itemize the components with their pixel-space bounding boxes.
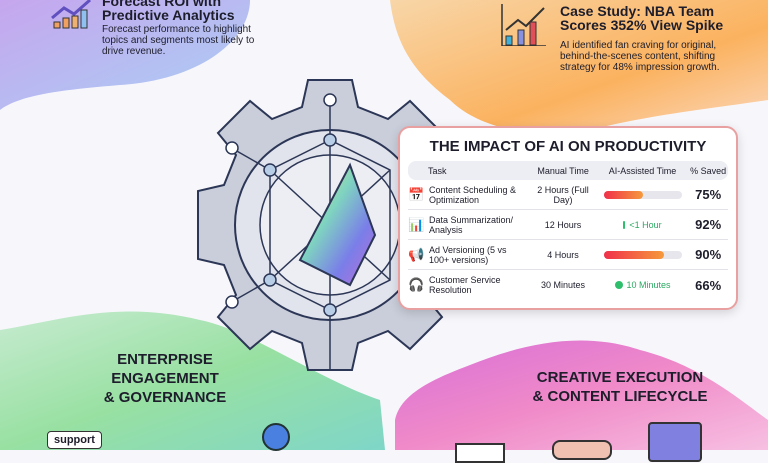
header-task: Task [428, 165, 447, 176]
table-row: 📅Content Scheduling & Optimization 2 Hou… [408, 180, 728, 210]
manual-time: 2 Hours (Full Day) [537, 184, 589, 205]
prism-icon [298, 162, 377, 287]
ai-time-bar [614, 281, 623, 289]
task-label: Ad Versioning (5 vs 100+ versions) [429, 244, 507, 265]
productivity-table-card: THE IMPACT OF AI ON PRODUCTIVITY Task Ma… [398, 126, 738, 310]
ai-time: <1 Hour [597, 220, 688, 230]
ai-time: 10 Minutes [597, 280, 688, 290]
bar-chart-icon: 📊 [408, 216, 425, 232]
background-blobs [0, 0, 768, 450]
manual-time: 30 Minutes [541, 280, 586, 290]
section-body: AI identified fan craving for original, … [560, 40, 720, 73]
task-cell: 📅Content Scheduling & Optimization [408, 185, 529, 205]
calendar-icon: 📅 [408, 186, 425, 202]
ai-time [597, 190, 688, 199]
percent-saved: 90% [695, 247, 722, 262]
brain-icon [262, 423, 290, 451]
tablet-icon [648, 422, 702, 462]
manual-time: 12 Hours [544, 219, 582, 230]
orange-blob [390, 0, 768, 134]
growth-chart-icon [51, 0, 91, 29]
ai-time-bar [623, 220, 626, 229]
phone-icon [552, 440, 612, 460]
task-label: Customer Service Resolution [429, 275, 501, 295]
gear-icon [197, 79, 463, 371]
ai-time-label: <1 Hour [629, 219, 662, 230]
header-saved: % Saved [690, 165, 727, 176]
headset-icon: 🎧 [408, 277, 425, 292]
table-title: THE IMPACT OF AI ON PRODUCTIVITY [429, 138, 707, 155]
table-row: 📢Ad Versioning (5 vs 100+ versions) 4 Ho… [408, 240, 728, 270]
bar-chart-arrow-icon [501, 4, 546, 46]
table-row: 🎧Customer Service Resolution 30 Minutes … [408, 270, 728, 300]
megaphone-icon: 📢 [408, 246, 425, 262]
task-cell: 📢Ad Versioning (5 vs 100+ versions) [408, 245, 529, 265]
ai-time-bar [603, 250, 682, 259]
percent-saved: 92% [695, 217, 722, 232]
ai-time [597, 250, 688, 259]
table-header: Task Manual Time AI-Assisted Time % Save… [408, 161, 728, 180]
section-title: Case Study: NBA Team Scores 352% View Sp… [560, 3, 724, 33]
header-manual: Manual Time [537, 165, 589, 176]
document-icon [455, 443, 505, 463]
task-label: Content Scheduling & Optimization [429, 184, 517, 205]
support-chip: support [47, 431, 102, 449]
section-title: CREATIVE EXECUTION& CONTENT LIFECYCLE [532, 369, 708, 405]
percent-saved: 66% [695, 277, 722, 293]
percent-saved: 75% [695, 187, 722, 202]
ai-time-bar [603, 190, 682, 199]
manual-time: 4 Hours [547, 249, 579, 260]
task-cell: 🎧 Customer Service Resolution [408, 275, 529, 295]
ai-time-label: 10 Minutes [626, 280, 671, 290]
header-ai: AI-Assisted Time [608, 165, 677, 176]
creative-section: CREATIVE EXECUTION& CONTENT LIFECYCLE [505, 368, 735, 406]
green-blob [0, 311, 385, 450]
section-body: Forecast performance to highlight topics… [102, 24, 255, 57]
task-label: Data Summarization/ Analysis [429, 214, 514, 235]
table-row: 📊Data Summarization/ Analysis 12 Hours <… [408, 210, 728, 240]
task-cell: 📊Data Summarization/ Analysis [408, 215, 529, 235]
